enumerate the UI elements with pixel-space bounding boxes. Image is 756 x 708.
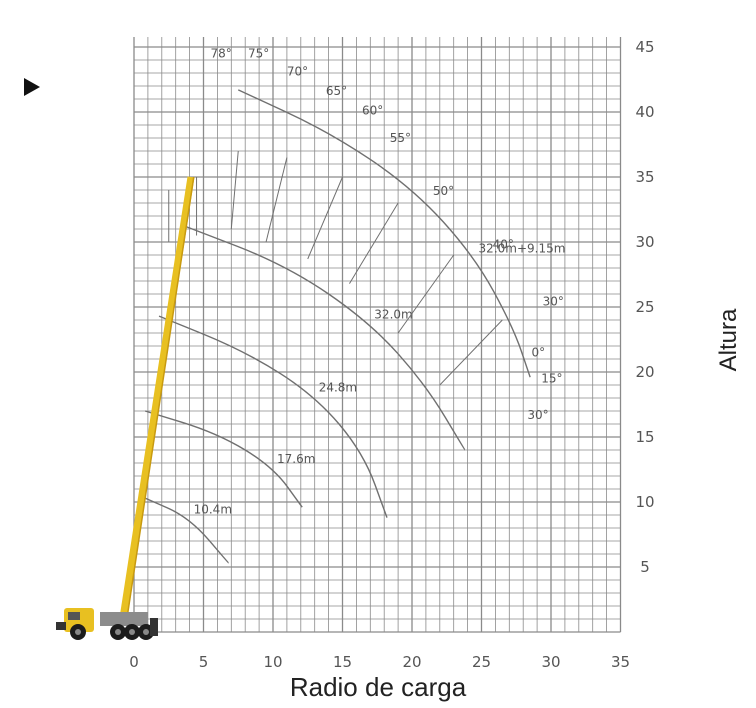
y-tick-label: 45 [635,38,654,56]
x-tick-label: 25 [472,653,491,671]
boom-curve-label: 32.0m [374,308,412,322]
chart-grid [133,37,622,633]
angle-labels: 78° 75° 70° 65° 60° 55° 50° 40° 30° 0° 15° 30° [210,46,563,421]
y-tick-label: 5 [640,558,650,576]
boom-curve [185,225,466,451]
angle-label: 65° [326,84,347,98]
y-axis-title: Altura [715,308,742,372]
angle-label: 30° [527,408,548,422]
x-tick-label: 35 [611,653,630,671]
x-axis-title: Radio de carga [289,672,467,702]
boom-curve [144,497,230,564]
truck-hub [143,629,149,635]
angle-label: 75° [248,46,269,60]
y-tick-label: 25 [635,298,654,316]
truck-outrigger [150,618,158,636]
angle-label: 15° [541,371,562,385]
angle-label: 60° [362,104,383,118]
angle-label: 40° [493,238,514,252]
truck-body [100,612,148,626]
y-tick-labels: 5 10 15 20 25 30 35 40 45 [635,38,654,576]
radial-line [439,319,503,386]
truck-hub [75,629,81,635]
boom-curve-label: 24.8m [319,380,357,394]
radial-line [307,176,343,260]
boom-curve-label: 17.6m [277,452,315,466]
y-tick-label: 40 [635,103,654,121]
truck-window [68,612,80,620]
radial-line [397,254,455,334]
crane-boom [119,176,195,619]
y-tick-label: 20 [635,363,654,381]
angle-label: 30° [543,295,564,309]
y-tick-label: 15 [635,428,654,446]
x-tick-label: 15 [333,653,352,671]
boom-curve [237,89,531,378]
boom-edge [126,176,195,619]
x-tick-label: 0 [129,653,139,671]
x-tick-label: 10 [263,653,282,671]
angle-label: 78° [210,46,231,60]
truck-hub [129,629,135,635]
boom-curve-label: 32.0m+9.15m [479,241,566,255]
crane-truck-icon [56,608,158,640]
x-tick-label: 5 [199,653,209,671]
boom-curve-label: 10.4m [194,503,232,517]
truck-hub [115,629,121,635]
boom-main [119,176,195,619]
boom-curve [144,410,303,508]
angle-label: 50° [433,184,454,198]
radial-line [349,202,399,284]
x-tick-label: 30 [541,653,560,671]
y-tick-label: 10 [635,493,654,511]
triangle-right-icon [24,78,40,96]
x-tick-label: 20 [402,653,421,671]
truck-bumper [56,622,66,630]
angle-label: 55° [390,131,411,145]
boom-curve [158,315,388,518]
angle-label: 70° [287,65,308,79]
radial-line [230,150,239,230]
radial-line [265,157,288,243]
angle-label: 0° [532,345,546,359]
y-tick-label: 30 [635,233,654,251]
x-tick-labels: 0 5 10 15 20 25 30 35 [129,653,630,671]
boom-curves: 10.4m 17.6m 24.8m 32.0m 32.0m+9.15m [144,89,566,564]
y-tick-label: 35 [635,168,654,186]
